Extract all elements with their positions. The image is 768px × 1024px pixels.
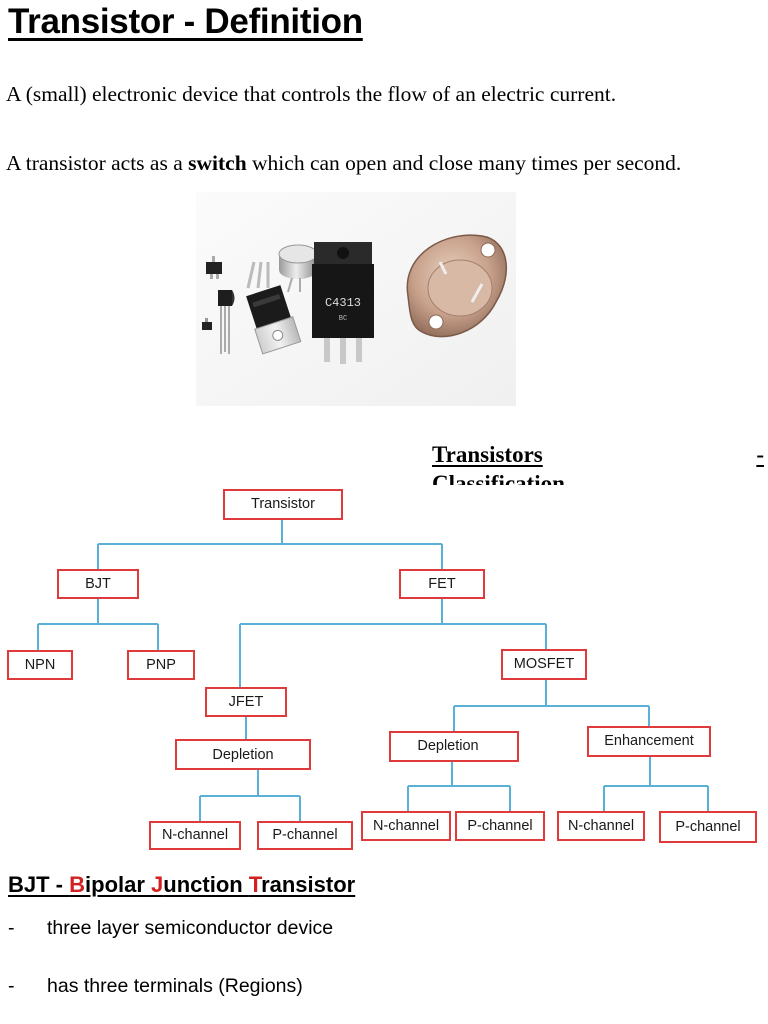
smd-transistor [206, 256, 222, 279]
to3-transistor [406, 234, 508, 338]
node-jfet-depletion-label: Depletion [212, 747, 273, 763]
classification-dash: - [756, 442, 764, 467]
bjt-bullet-item: - has three terminals (Regions) [8, 975, 303, 998]
classification-line2: Classification [432, 471, 565, 485]
to220-transistor [246, 261, 302, 355]
bjt-heading-part: BJT - [8, 872, 70, 897]
bjt-heading-initial-b: B [69, 872, 86, 897]
node-enhancement-p-channel: P-channel [659, 811, 757, 843]
node-jfet: JFET [205, 687, 287, 717]
bjt-heading-part: ipolar [85, 872, 152, 897]
node-enhancement-p-channel-label: P-channel [675, 819, 740, 835]
node-transistor: Transistor [223, 489, 343, 520]
node-pnp: PNP [127, 650, 195, 680]
small-smd [202, 318, 212, 330]
classification-heading: Transistors - Classification [432, 440, 764, 485]
node-jfet-label: JFET [229, 694, 264, 710]
node-depletion-p-channel-label: P-channel [467, 818, 532, 834]
node-mosfet-depletion: Depletion [389, 731, 519, 762]
node-enhancement-n-channel: N-channel [557, 811, 645, 841]
bjt-heading-initial-j: J [151, 872, 164, 897]
node-mosfet-depletion-label: Depletion [417, 738, 478, 754]
switch-text-after: which can open and close many times per … [246, 151, 682, 175]
node-enhancement-n-channel-label: N-channel [568, 818, 634, 834]
bullet-text: has three terminals (Regions) [47, 975, 303, 997]
page-title: Transistor - Definition [8, 2, 363, 41]
node-enhancement: Enhancement [587, 726, 711, 757]
transistor-photo: C4313 BC [196, 192, 516, 406]
node-fet: FET [399, 569, 485, 599]
node-npn-label: NPN [25, 657, 56, 673]
node-enhancement-label: Enhancement [604, 733, 693, 749]
bullet-marker: - [8, 917, 15, 939]
node-jfet-p-channel: P-channel [257, 821, 353, 850]
node-jfet-p-channel-label: P-channel [272, 827, 337, 843]
node-transistor-label: Transistor [251, 496, 315, 512]
switch-paragraph: A transistor acts as a switch which can … [6, 148, 752, 178]
node-mosfet-label: MOSFET [514, 656, 575, 672]
classification-line1: Transistors [432, 442, 543, 467]
definition-text: A (small) electronic device that control… [6, 82, 617, 106]
bjt-heading-initial-t: T [248, 872, 262, 897]
part-marking: C4313 [325, 296, 361, 310]
node-bjt-label: BJT [85, 576, 111, 592]
to247-transistor: C4313 BC [312, 242, 374, 364]
connector-lines [37, 519, 709, 822]
classification-tree: Transistor BJT FET NPN PNP MOSFET JFET D… [7, 489, 757, 850]
node-fet-label: FET [428, 576, 456, 592]
switch-text-before: A transistor acts as a [6, 151, 189, 175]
node-npn: NPN [7, 650, 73, 680]
node-jfet-depletion: Depletion [175, 739, 311, 770]
node-depletion-p-channel: P-channel [455, 811, 545, 841]
bullet-text: three layer semiconductor device [47, 917, 334, 939]
to92-transistor [218, 290, 235, 354]
switch-keyword: switch [188, 151, 247, 175]
node-mosfet: MOSFET [501, 649, 587, 680]
node-jfet-n-channel: N-channel [149, 821, 241, 850]
node-pnp-label: PNP [146, 657, 176, 673]
bjt-heading-part: unction [163, 872, 249, 897]
node-bjt: BJT [57, 569, 139, 599]
pin-marking: BC [339, 315, 347, 323]
node-depletion-n-channel: N-channel [361, 811, 451, 841]
bjt-heading: BJT - Bipolar Junction Transistor [8, 872, 355, 898]
bjt-bullet-item: - three layer semiconductor device [8, 917, 333, 940]
bullet-marker: - [8, 975, 15, 997]
node-depletion-n-channel-label: N-channel [373, 818, 439, 834]
bjt-heading-part: ransistor [261, 872, 356, 897]
node-jfet-n-channel-label: N-channel [162, 827, 228, 843]
metal-can-transistor [278, 244, 318, 293]
